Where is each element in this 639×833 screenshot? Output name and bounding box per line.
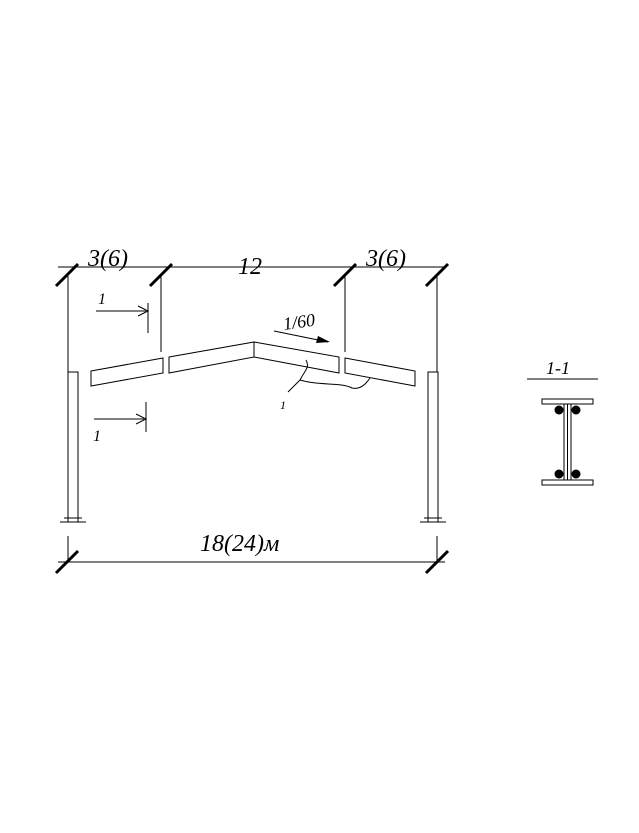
beam-segment-3 xyxy=(253,341,340,374)
beam-segment-4 xyxy=(344,357,416,387)
bottom-dimension xyxy=(54,536,450,575)
left-span-label: 3(6) xyxy=(87,246,128,272)
tick-mid-left xyxy=(148,262,174,288)
splice-label: 1 xyxy=(280,398,286,412)
splice-leader-a xyxy=(299,359,308,381)
i-beam-section xyxy=(541,398,594,486)
tick-left xyxy=(54,262,80,288)
section-cut-upper-arrowhead xyxy=(137,305,150,317)
total-span-label: 18(24)м xyxy=(200,531,279,557)
bolt-top-left xyxy=(554,405,564,415)
section-title: 1-1 xyxy=(546,358,570,378)
bottom-tick-right xyxy=(424,549,450,575)
top-dimension xyxy=(54,262,450,288)
right-column-shaft xyxy=(427,371,439,523)
bolt-top-right xyxy=(571,405,581,415)
bottom-flange xyxy=(541,479,594,486)
section-mark-upper: 1 xyxy=(98,291,106,308)
splice-leader xyxy=(287,359,371,393)
right-span-label: 3(6) xyxy=(365,246,406,272)
section-cut-upper xyxy=(96,303,150,333)
section-cut-lower xyxy=(94,402,148,432)
slope-label: 1/60 xyxy=(282,310,316,334)
splice-leader-b xyxy=(299,377,371,389)
splice-leader-stem xyxy=(287,379,301,393)
left-column-shaft xyxy=(67,371,79,523)
tick-mid-right xyxy=(332,262,358,288)
bolt-bottom-left xyxy=(554,469,564,479)
bolt-bottom-right xyxy=(571,469,581,479)
tick-right xyxy=(424,262,450,288)
slope-arrow xyxy=(273,330,330,343)
middle-span-label: 12 xyxy=(238,254,262,280)
right-column xyxy=(420,371,446,523)
beam-segment-1 xyxy=(90,357,164,387)
section-cut-lower-arrowhead xyxy=(135,413,148,425)
section-mark-lower: 1 xyxy=(93,428,101,445)
top-flange xyxy=(541,398,594,405)
bottom-tick-left xyxy=(54,549,80,575)
beam-segment-2 xyxy=(168,341,255,374)
left-column xyxy=(60,371,86,523)
slope-arrowhead xyxy=(316,336,330,343)
